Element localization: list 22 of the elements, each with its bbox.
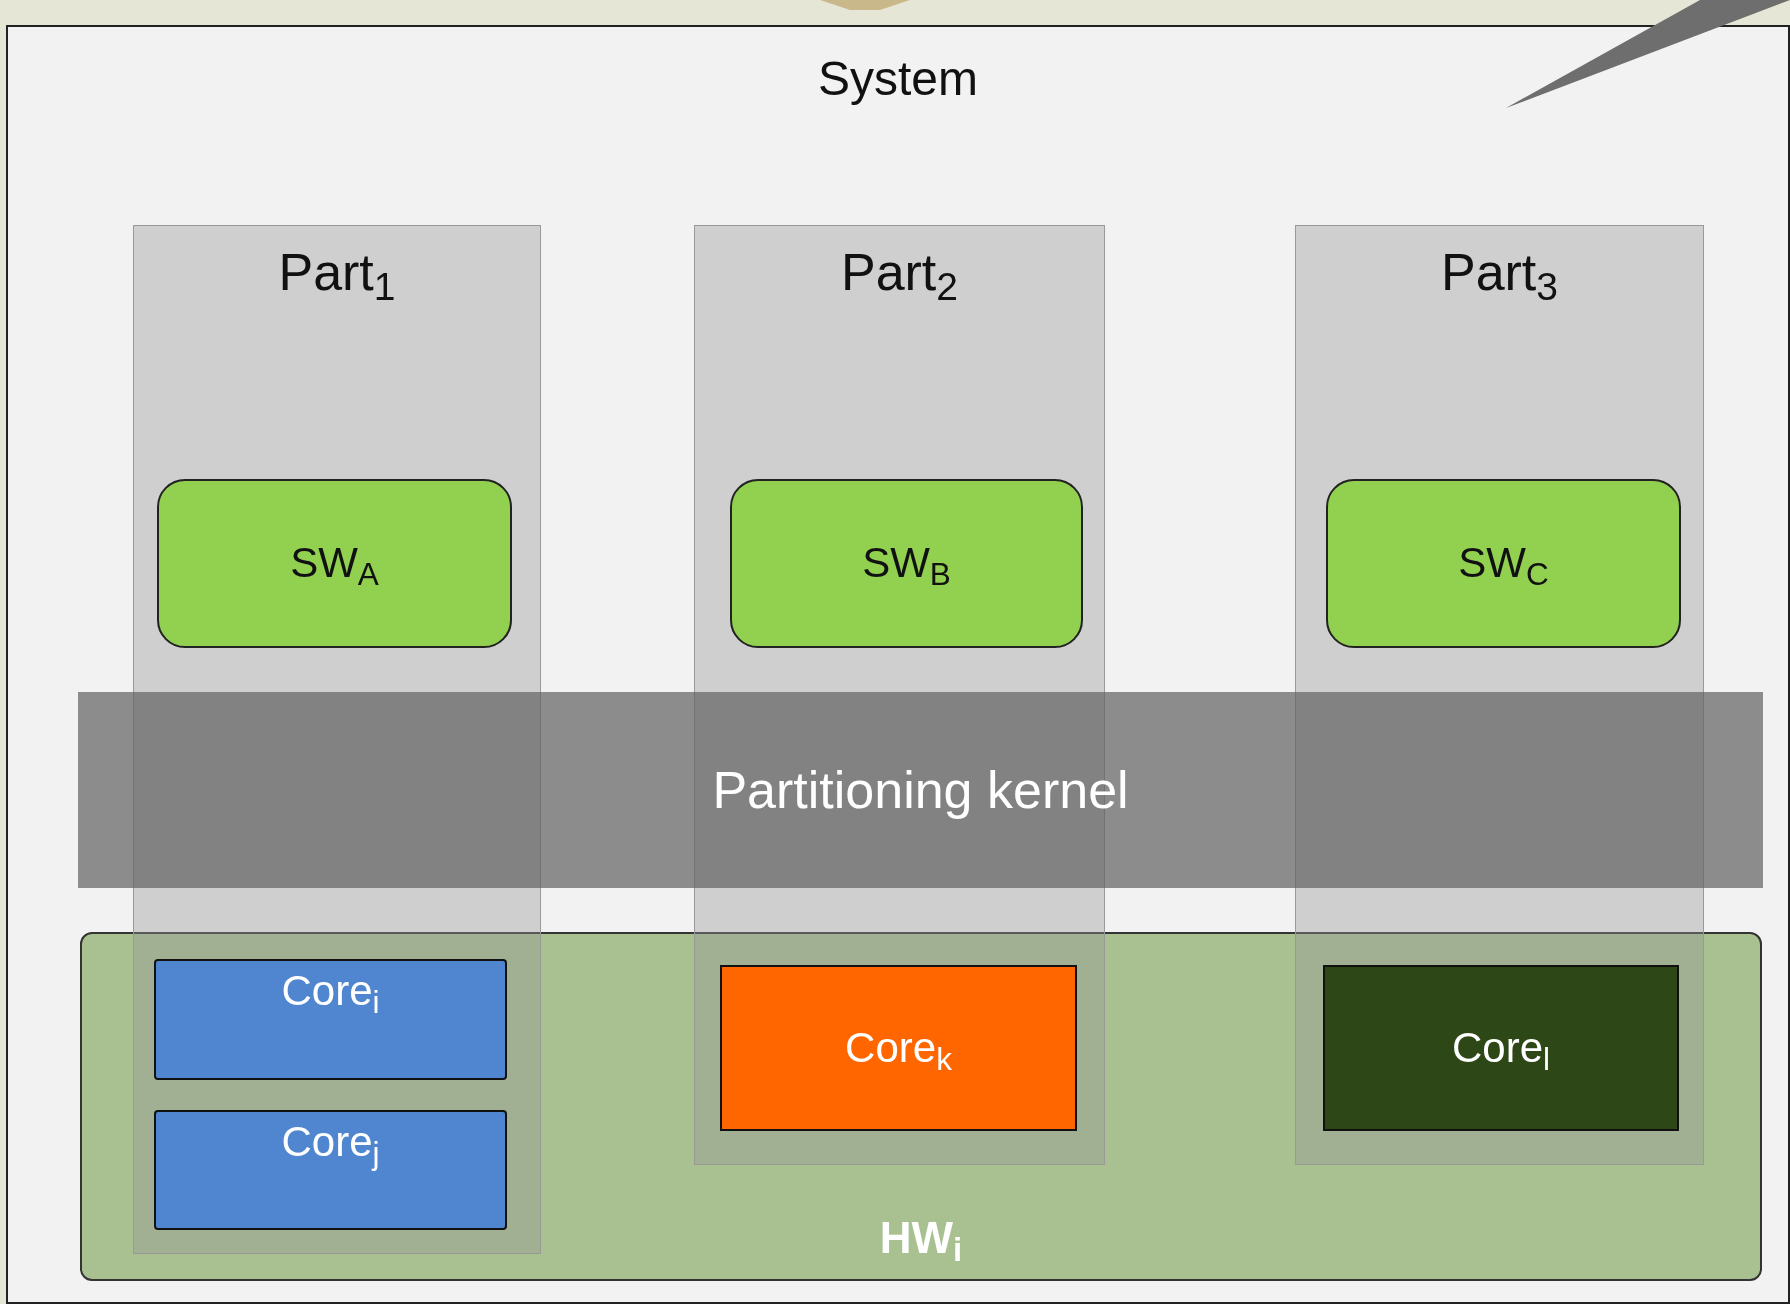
software-label: SW$_{B}$ <box>862 538 951 590</box>
core-box <box>154 959 507 1080</box>
core-label: Core$_{i}$ <box>281 966 380 1018</box>
software-label: SW$_{A}$ <box>290 538 379 590</box>
frame-title: System <box>818 51 978 107</box>
partition-title: Part$_{1}$ <box>278 242 396 305</box>
core-label: Core$_{k}$ <box>845 1022 952 1075</box>
core-label: Core$_{j}$ <box>281 1117 380 1169</box>
kernel-label: Partitioning kernel <box>712 759 1129 821</box>
software-box <box>1326 479 1681 648</box>
software-label: SW$_{C}$ <box>1458 538 1549 590</box>
core-box <box>154 1110 507 1230</box>
partition-title: Part$_{3}$ <box>1440 242 1559 305</box>
kernel-band <box>78 692 1763 888</box>
software-box <box>730 479 1083 648</box>
system-frame <box>6 25 1790 1304</box>
hardware-label: HW$_{i}$ <box>879 1212 963 1265</box>
partition-title: Part$_{2}$ <box>840 242 959 305</box>
core-box <box>720 965 1077 1131</box>
core-label: Core$_{l}$ <box>1451 1022 1550 1075</box>
core-box <box>1323 965 1679 1131</box>
software-box <box>157 479 512 648</box>
